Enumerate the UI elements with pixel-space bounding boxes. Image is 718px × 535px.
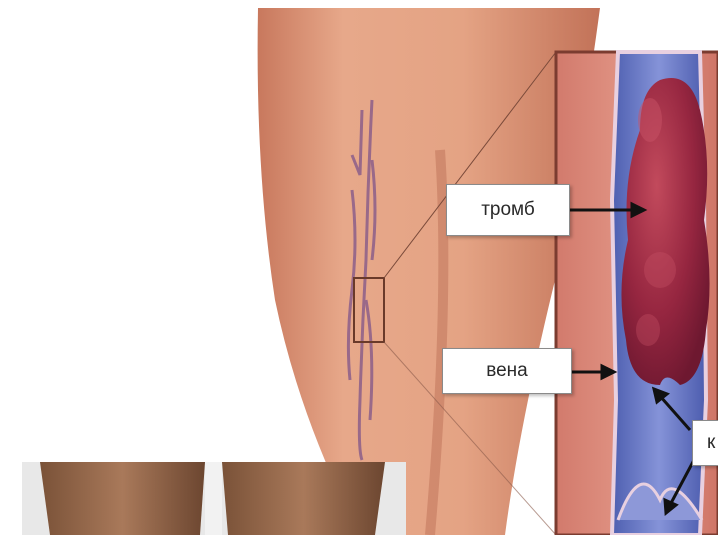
valve-label-text: к xyxy=(707,432,715,454)
vein-label: вена xyxy=(442,348,572,394)
thrombus-label: тромб xyxy=(446,184,570,236)
thrombus-label-text: тромб xyxy=(481,199,535,221)
valve-label-partial: к xyxy=(692,420,718,466)
vein-label-text: вена xyxy=(486,360,528,382)
photo-inset-legs xyxy=(22,462,406,535)
leg-shape xyxy=(258,8,600,535)
